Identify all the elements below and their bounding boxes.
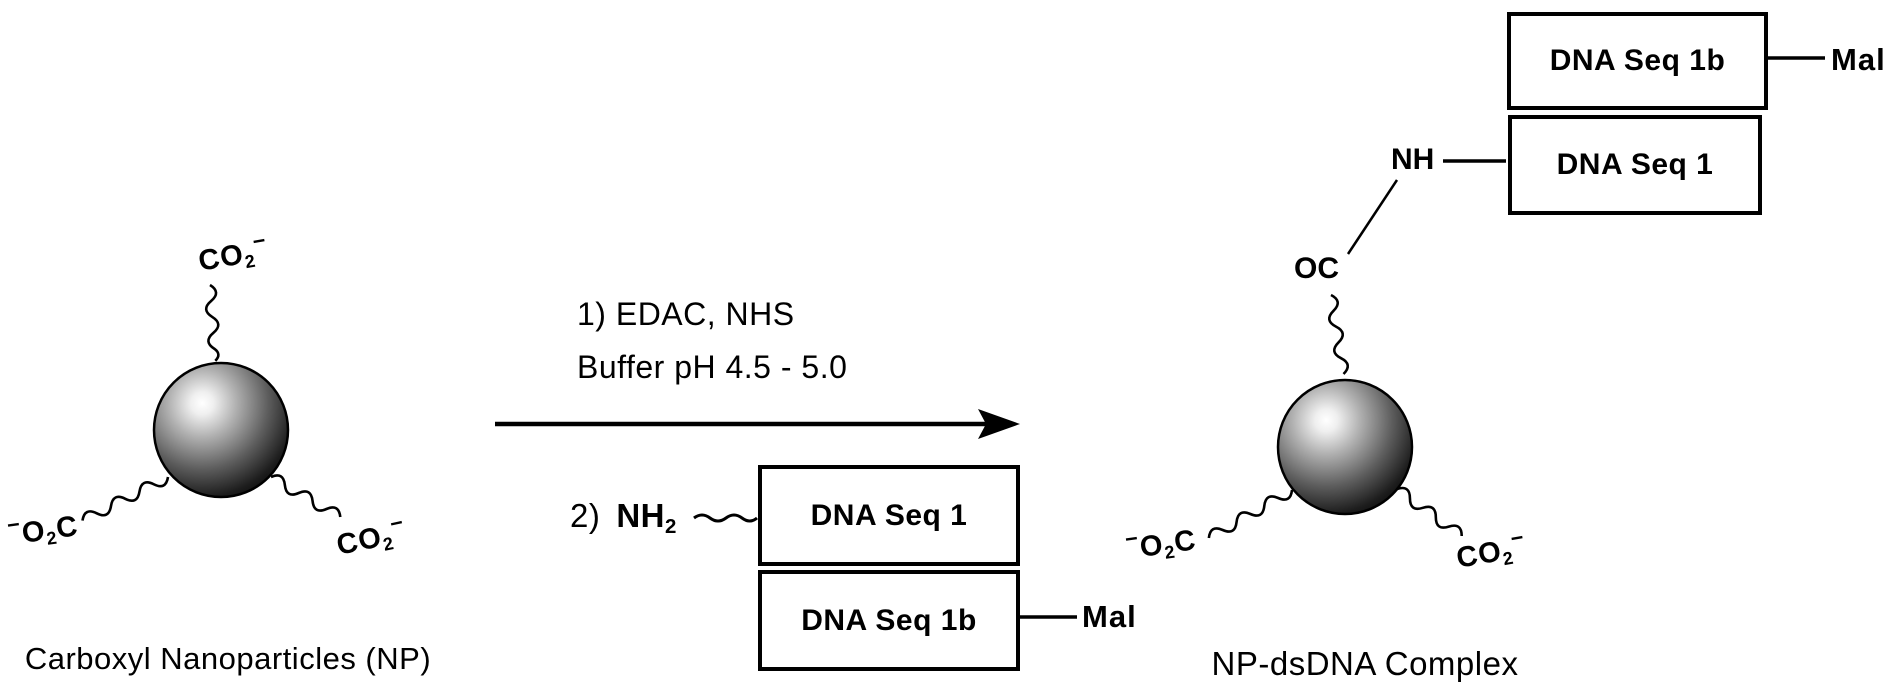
condition-step1: 1) EDAC, NHS [577,296,795,332]
formula-tail: C [1172,524,1199,559]
dna-seq1b-box-product-label: DNA Seq 1b [1549,44,1726,77]
oc-label: OC [1294,252,1339,285]
formula-main: O [1137,528,1166,564]
amine-connector-squiggle [693,513,758,523]
dna-seq1-box-middle: DNA Seq 1 [758,465,1020,566]
dna-seq1b-box-middle: DNA Seq 1b [758,570,1020,671]
dna-seq1b-box-product: DNA Seq 1b [1507,12,1768,110]
formula-main: CO [196,238,247,278]
condition-step2: 2) NH2 [570,497,677,539]
reaction-arrowhead [978,409,1020,439]
product-caption: NP-dsDNA Complex [1211,645,1519,682]
dna-seq1-box-middle-label: DNA Seq 1 [810,498,968,532]
product-chain-top [1328,293,1349,375]
amine-main: NH [616,497,666,534]
product-chain-bottom-right [1396,486,1464,537]
dna-seq1-box-product-label: DNA Seq 1 [1556,148,1714,181]
formula-main: CO [1454,535,1505,575]
reactant-nanoparticle-sphere [152,361,290,499]
product-chain-bottom-left [1207,489,1294,539]
reactant-caption: Carboxyl Nanoparticles (NP) [24,641,432,676]
reactant-chain-bottom-right [270,474,342,518]
dna-seq1-box-product: DNA Seq 1 [1508,115,1762,215]
condition-buffer: Buffer pH 4.5 - 5.0 [577,349,848,385]
reactant-chain-top [204,283,220,362]
reactant-chain-bottom-left [81,476,170,521]
step2-prefix: 2) [570,497,601,534]
nh-oc-bond [1346,179,1399,255]
mal-label-middle: Mal [1082,599,1137,634]
formula-tail: C [54,510,81,545]
mal-label-product: Mal [1831,42,1886,77]
formula-main: O [19,514,48,550]
dna-seq1b-box-middle-label: DNA Seq 1b [801,603,977,637]
amine-sub: 2 [665,515,677,539]
product-nanoparticle-sphere [1276,378,1414,516]
formula-main: CO [333,521,385,562]
nh-label: NH [1391,143,1435,176]
